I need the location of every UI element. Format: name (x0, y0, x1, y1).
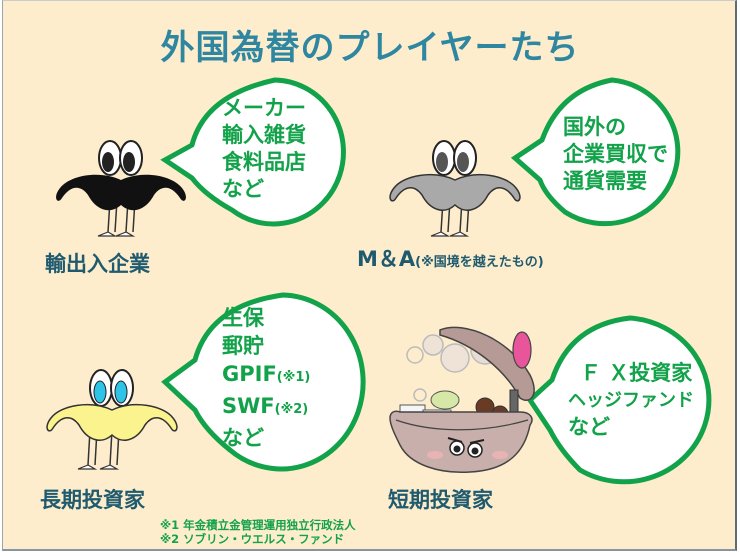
yellow-mustache-character-icon (46, 369, 178, 470)
bubble-line: 企業買収で (563, 142, 668, 166)
bubble-line: 郵貯 (222, 334, 264, 358)
bubble-text-mna: 国外の 企業買収で 通貨需要 (563, 114, 668, 195)
label-long-term-investors: 長期投資家 (40, 488, 145, 512)
swf-text: SWF (222, 394, 275, 418)
speech-bubble-exporters (160, 77, 346, 227)
bubble-line: Ｆ Ｘ投資家 (580, 361, 693, 385)
footnote-1: ※1 年金積立金管理運用独立行政法人 (160, 518, 356, 532)
bubble-text-exporters: メーカー 輸入雑貨 食料品店 など (222, 95, 306, 203)
bubble-line: 通貨需要 (563, 169, 647, 193)
bubble-line: など (222, 177, 264, 201)
label-short-term-investors: 短期投資家 (388, 488, 493, 512)
footnote-ref-2: (※2) (274, 402, 309, 417)
hot-pot-character-icon (389, 326, 535, 474)
speech-bubble-short-term (526, 315, 712, 485)
bubble-line: GPIF(※1) (222, 360, 310, 392)
footnote-ref-1: (※1) (276, 370, 311, 385)
bubble-line: 食料品店 (222, 150, 306, 174)
bubble-line: など (222, 426, 264, 450)
bubble-text-long-term: 生保 郵貯 GPIF(※1) SWF(※2) など (222, 304, 310, 452)
gray-mustache-character-icon (389, 140, 521, 237)
bubble-line: メーカー (222, 96, 306, 120)
gpif-text: GPIF (222, 362, 277, 386)
speech-bubble-long-term (161, 292, 366, 472)
page-title: 外国為替のプレイヤーたち (160, 28, 580, 68)
label-exporters: 輸出入企業 (45, 252, 150, 276)
label-mna: M＆A(※国境を越えたもの) (357, 243, 544, 273)
bubble-line: 輸入雑貨 (222, 123, 306, 147)
bubble-text-short-term: Ｆ Ｘ投資家 ヘッジファンド など (568, 360, 694, 441)
mna-note: (※国境を越えたもの) (415, 255, 544, 270)
speech-bubble-mna (510, 77, 681, 227)
mna-text: M＆A (357, 247, 416, 271)
footnote-2: ※2 ソブリン・ウエルス・ファンド (160, 532, 345, 546)
black-mustache-character-icon (56, 140, 186, 237)
bubble-line: SWF(※2) (222, 392, 310, 424)
bubble-line: など (568, 415, 610, 439)
bubble-line: ヘッジファンド (568, 390, 694, 411)
bubble-line: 生保 (222, 306, 264, 330)
bubble-line: 国外の (563, 115, 626, 139)
